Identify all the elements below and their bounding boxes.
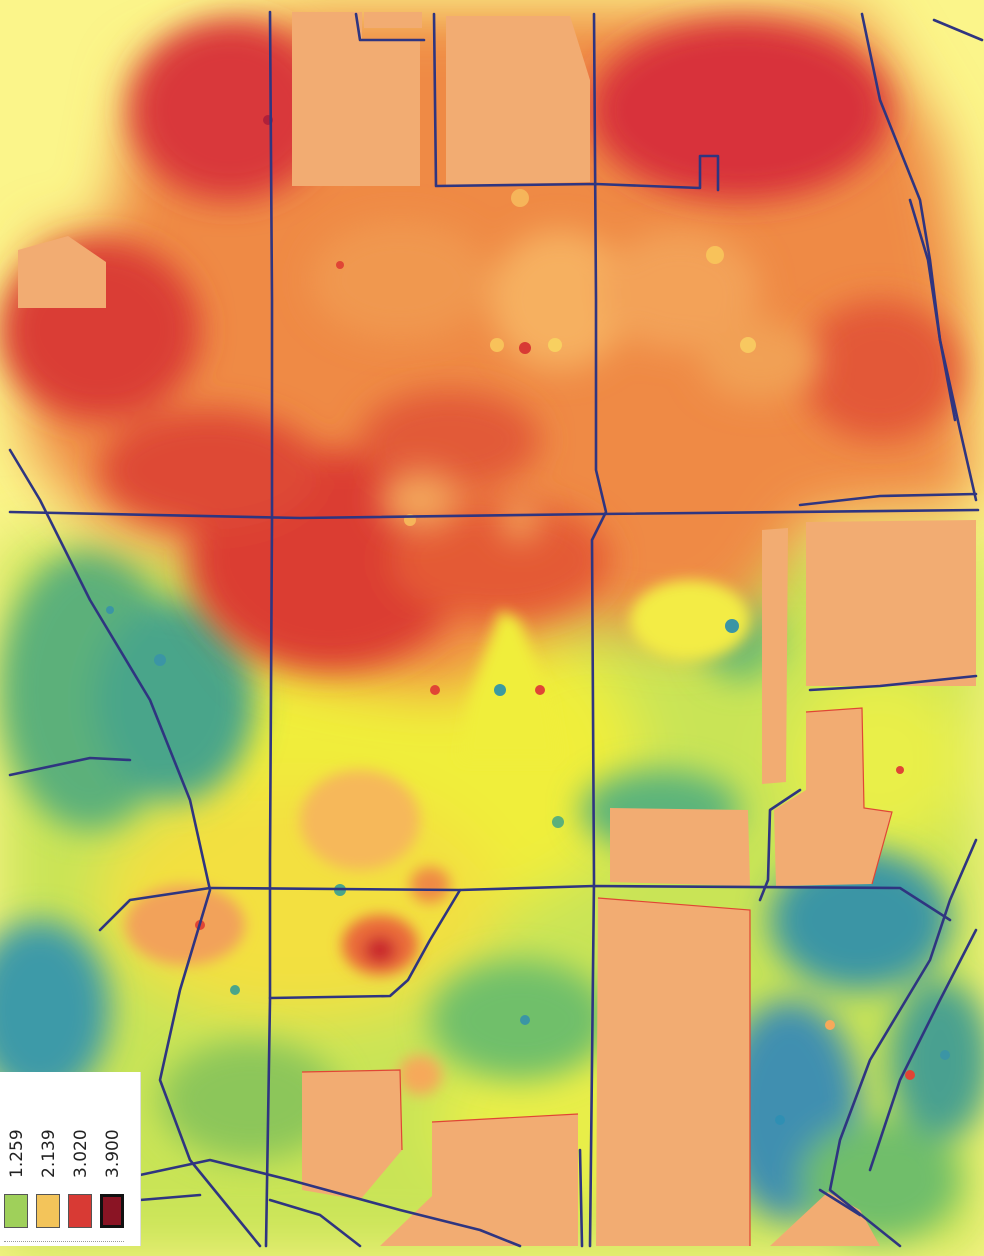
legend-label: 1.259: [7, 1129, 27, 1178]
legend-swatch: [36, 1194, 60, 1228]
legend-swatch: [100, 1194, 124, 1228]
road: [808, 674, 978, 692]
road: [758, 788, 802, 902]
parcel: [364, 12, 422, 28]
legend-item-2: 2.139: [36, 1078, 66, 1228]
parcel: [610, 808, 750, 886]
legend-label: 3.020: [71, 1129, 91, 1178]
parcel: [596, 898, 750, 1246]
parcel: [18, 236, 106, 308]
road: [578, 1148, 584, 1248]
road: [8, 756, 132, 777]
road-network: [8, 10, 984, 1248]
parcel-edges: [301, 707, 893, 1246]
road: [98, 886, 212, 932]
road: [588, 12, 608, 1248]
road: [138, 1158, 522, 1248]
road: [138, 1193, 202, 1202]
road: [828, 838, 978, 1248]
road: [432, 12, 720, 192]
parcel: [292, 12, 420, 186]
road: [908, 198, 957, 422]
mid-values: [125, 770, 450, 1095]
road: [208, 886, 462, 1000]
high-values: [0, 20, 960, 670]
parcel: [446, 16, 590, 186]
parcel: [806, 520, 976, 686]
road: [932, 18, 984, 42]
legend-label: 2.139: [39, 1129, 59, 1178]
parcel: [380, 1114, 578, 1246]
map-legend: 1.259 2.139 3.020 3.900: [0, 1072, 141, 1246]
parcels: [18, 12, 976, 1246]
legend-item-1: 1.259: [4, 1078, 34, 1228]
legend-item-3: 3.020: [68, 1078, 98, 1228]
road: [8, 508, 980, 520]
low-values: [0, 550, 984, 1240]
legend-item-4: 3.900: [100, 1078, 130, 1228]
legend-label: 3.900: [103, 1129, 123, 1178]
sample-points: [106, 115, 950, 1125]
road: [868, 928, 978, 1172]
yellow-tongue: [460, 580, 750, 760]
legend-scale-ticks: [4, 1233, 124, 1242]
road: [264, 10, 274, 1248]
road: [818, 1188, 862, 1217]
road: [860, 12, 978, 502]
road: [354, 12, 426, 42]
parcel: [302, 1070, 402, 1200]
road: [8, 448, 262, 1248]
road: [268, 1198, 362, 1248]
parcel: [762, 528, 788, 784]
road: [458, 884, 952, 922]
legend-swatch: [4, 1194, 28, 1228]
road: [798, 492, 978, 507]
parcel: [770, 1192, 880, 1246]
legend-swatch: [68, 1194, 92, 1228]
